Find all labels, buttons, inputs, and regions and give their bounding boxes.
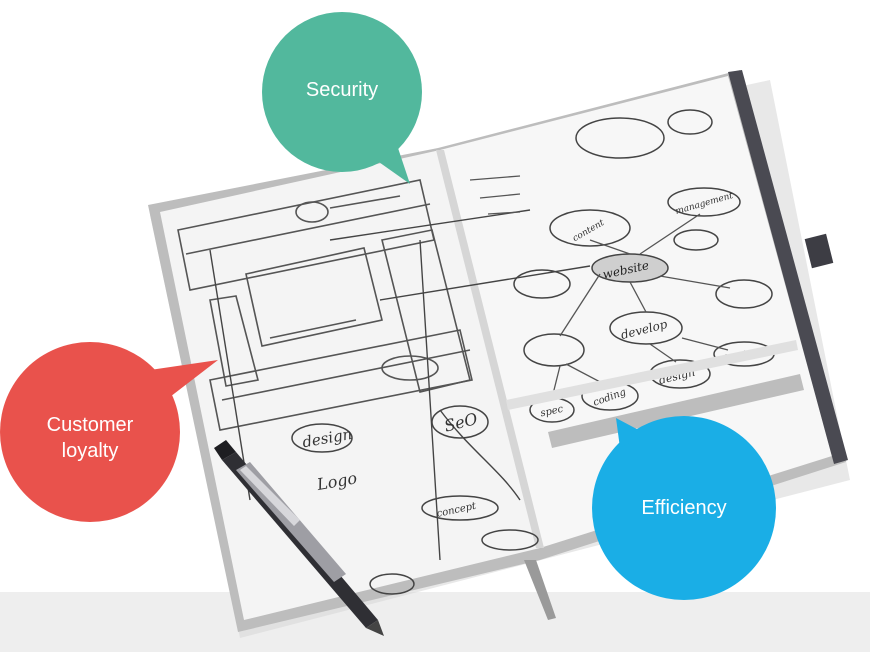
pen: [214, 440, 384, 636]
customer-loyalty-label: Customer loyalty: [10, 398, 170, 478]
note-spec: spec: [539, 404, 564, 420]
notebook-elastic-band: [728, 70, 848, 464]
security-bubble: [262, 12, 422, 184]
security-label: Security: [305, 79, 379, 101]
right-page-bar-2: [506, 340, 798, 410]
efficiency-label: Efficiency: [641, 497, 727, 519]
notebook-gutter: [436, 150, 544, 548]
right-page-bar-1: [548, 374, 804, 448]
wireframe-sketch: [177, 179, 473, 431]
sitemap-arrows: [469, 175, 731, 399]
bookmark-ribbon: [524, 560, 556, 620]
notebook-tab: [804, 233, 834, 269]
floor-band: [0, 592, 870, 652]
notebook-left-page: [160, 150, 540, 620]
efficiency-bubble: [592, 416, 776, 600]
customer-loyalty-text: Customer loyalty: [46, 414, 134, 462]
sitemap-sketch: [513, 109, 775, 423]
customer-loyalty-bubble: [0, 342, 218, 522]
left-page-notes: [291, 405, 539, 595]
